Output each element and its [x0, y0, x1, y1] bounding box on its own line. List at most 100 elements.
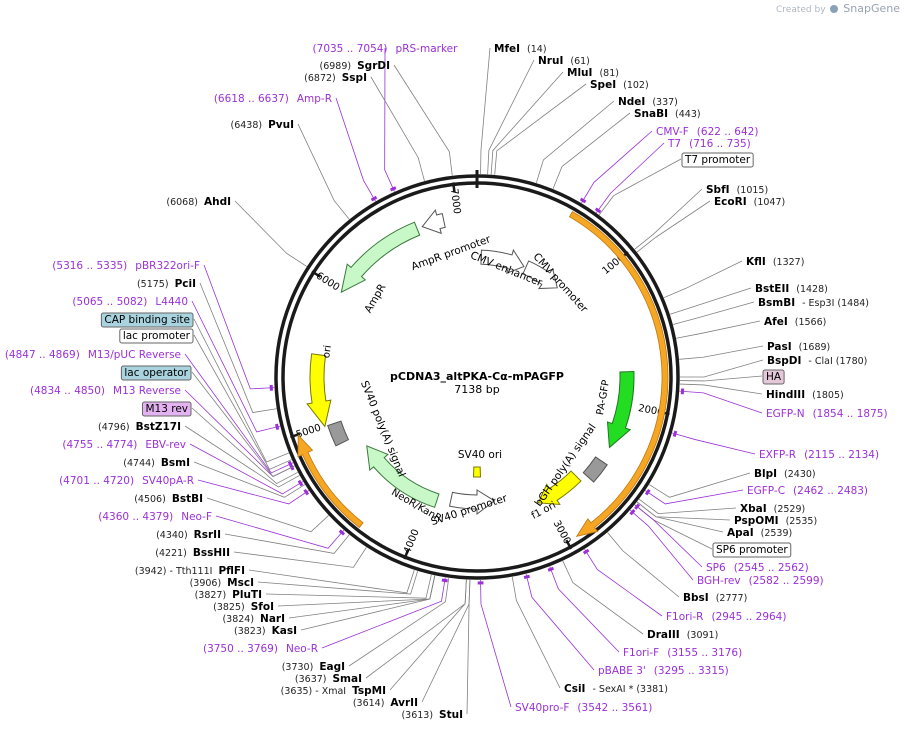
leader-line	[585, 549, 662, 616]
site-pasi[interactable]: PasI(1689)	[767, 341, 830, 353]
site-csii[interactable]: CsiI- SexAI * (3381)	[564, 683, 668, 695]
primer-text-b: (3295 .. 3315)	[654, 665, 729, 677]
site-snabi[interactable]: SnaBI(443)	[634, 108, 701, 120]
site-draiii[interactable]: DraIII(3091)	[647, 629, 718, 641]
site-pcii[interactable]: (5175)PciI	[137, 278, 196, 290]
feature-box-ha[interactable]: HA	[763, 370, 784, 384]
primer-ebv-rev[interactable]: (4755 .. 4774)EBV-rev	[62, 439, 186, 451]
primer-text-a: (7035 .. 7054)	[313, 43, 388, 55]
site-name: PspOMI	[734, 515, 779, 527]
site-afei[interactable]: AfeI(1566)	[764, 316, 826, 328]
leader-line	[204, 265, 274, 389]
primer-egfp-n[interactable]: EGFP-N(1854 .. 1875)	[766, 408, 888, 420]
site-bsteii[interactable]: BstEII(1428)	[755, 283, 828, 295]
primer-cmv-f[interactable]: CMV-F(622 .. 642)	[656, 126, 758, 138]
site-eagi[interactable]: (3730)EagI	[282, 661, 345, 673]
feature-box-t7-promoter[interactable]: T7 promoter	[682, 153, 753, 167]
primer-sv40pro-f[interactable]: SV40pro-F(3542 .. 3561)	[515, 702, 652, 714]
primer-f1ori-r[interactable]: F1ori-R(2945 .. 2964)	[666, 611, 786, 623]
site-smai[interactable]: (3637)SmaI	[295, 673, 362, 685]
label-text: DraIII(3091)	[647, 629, 718, 641]
primer-l4440[interactable]: (5065 .. 5082)L4440	[72, 296, 188, 308]
site-bstbi[interactable]: (4506)BstBI	[134, 493, 203, 505]
site-apai[interactable]: ApaI(2539)	[727, 527, 792, 539]
site-position: - SexAI * (3381)	[592, 684, 667, 695]
site-sbfi[interactable]: SbfI(1015)	[706, 184, 768, 196]
site-pvui[interactable]: (6438)PvuI	[230, 119, 294, 131]
site-avrii[interactable]: (3614)AvrII	[353, 697, 418, 709]
site-sspi[interactable]: (6872)SspI	[304, 72, 367, 84]
site-ahdi[interactable]: (6068)AhdI	[166, 196, 231, 208]
feature-ampr[interactable]	[341, 222, 419, 292]
primer-pbabe-3[interactable]: pBABE 3'(3295 .. 3315)	[598, 665, 729, 677]
site-pspomi[interactable]: PspOMI(2535)	[734, 515, 817, 527]
feature-box-m13-rev[interactable]: M13 rev	[142, 402, 191, 416]
primer-sv40pa-r[interactable]: (4701 .. 4720)SV40pA-R	[59, 475, 194, 487]
feature-box-sp6-promoter[interactable]: SP6 promoter	[713, 543, 791, 557]
site-xbai[interactable]: XbaI(2529)	[740, 503, 805, 515]
site-pluti[interactable]: (3827)PluTI	[195, 589, 262, 601]
site-rsrii[interactable]: (4340)RsrII	[156, 529, 221, 541]
primer-pbr322ori-f[interactable]: (5316 .. 5335)pBR322ori-F	[52, 260, 200, 272]
feature-ampr-promoter[interactable]	[422, 210, 445, 233]
primer-amp-r[interactable]: (6618 .. 6637)Amp-R	[214, 93, 332, 105]
feature-sv40-ori[interactable]	[474, 467, 481, 477]
site-bbsi[interactable]: BbsI(2777)	[683, 592, 747, 604]
site-mlui[interactable]: MluI(81)	[567, 67, 619, 79]
site-stui[interactable]: (3613)StuI	[401, 709, 463, 721]
site-bsmi[interactable]: (4744)BsmI	[123, 457, 190, 469]
site-kfli[interactable]: KflI(1327)	[746, 256, 804, 268]
site-mfei[interactable]: MfeI(14)	[494, 43, 547, 55]
feature-sv40-poly-a-signal[interactable]	[328, 421, 349, 446]
primer-m13-puc-reverse[interactable]: (4847 .. 4869)M13/pUC Reverse	[5, 349, 181, 361]
label-text: (4360 .. 4379)Neo-F	[98, 511, 212, 523]
label-text: (3825)SfoI	[213, 601, 274, 613]
site-msci[interactable]: (3906)MscI	[190, 577, 254, 589]
label-text: (7035 .. 7054)pRS-marker	[313, 43, 459, 55]
site-bsshii[interactable]: (4221)BssHII	[155, 547, 230, 559]
primer-prs-marker[interactable]: (7035 .. 7054)pRS-marker	[313, 43, 459, 55]
primer-text-a: (4701 .. 4720)	[59, 475, 134, 487]
primer-text-a: (4755 .. 4774)	[62, 439, 137, 451]
site-name: SgrDI	[357, 60, 390, 72]
site-bsmbi[interactable]: BsmBI- Esp3I (1484)	[758, 297, 869, 309]
site-nrui[interactable]: NruI(61)	[538, 55, 590, 67]
feature-ori[interactable]	[307, 354, 331, 427]
site-sgrdi[interactable]: (6989) SgrDI	[320, 60, 390, 72]
primer-m13-reverse[interactable]: (4834 .. 4850)M13 Reverse	[30, 385, 181, 397]
primer-sp6[interactable]: SP6(2545 .. 2562)	[706, 562, 809, 574]
feature-bgh-poly-a-signal[interactable]	[583, 457, 607, 482]
primer-neo-r[interactable]: (3750 .. 3769)Neo-R	[203, 643, 318, 655]
site-nari[interactable]: (3824)NarI	[222, 613, 285, 625]
feature-box-lac-operator[interactable]: lac operator	[121, 366, 191, 380]
site-blpi[interactable]: BlpI(2430)	[754, 468, 816, 480]
feature-box-lac-promoter[interactable]: lac promoter	[120, 329, 193, 343]
primer-f1ori-f[interactable]: F1ori-F(3155 .. 3176)	[623, 647, 742, 659]
site-kasi[interactable]: (3823)KasI	[234, 625, 297, 637]
site-name: ApaI	[727, 527, 754, 539]
leader-line	[582, 131, 652, 203]
feature-box-cap-binding-site[interactable]: CAP binding site	[101, 313, 193, 327]
leader-line	[194, 462, 305, 497]
primer-neo-f[interactable]: (4360 .. 4379)Neo-F	[98, 511, 212, 523]
site-hindiii[interactable]: HindIII(1805)	[766, 389, 844, 401]
site-spei[interactable]: SpeI(102)	[590, 79, 649, 91]
site-bstz17i[interactable]: (4796)BstZ17I	[98, 421, 181, 433]
site-position: (6989)	[320, 61, 352, 72]
label-text: (6989) SgrDI	[320, 60, 390, 72]
site-ecori[interactable]: EcoRI(1047)	[714, 196, 785, 208]
primer-t7[interactable]: T7(716 .. 735)	[667, 138, 751, 150]
site-sfoi[interactable]: (3825)SfoI	[213, 601, 274, 613]
site-name: PflFI	[218, 565, 245, 577]
primer-bgh-rev[interactable]: BGH-rev(2582 .. 2599)	[697, 575, 824, 587]
site-ndei[interactable]: NdeI(337)	[618, 96, 678, 108]
label-text: (6068)AhdI	[166, 196, 231, 208]
primer-exfp-r[interactable]: EXFP-R(2115 .. 2134)	[759, 449, 879, 461]
feature-label-pa-gfp: PA-GFP	[595, 379, 612, 416]
primer-egfp-c[interactable]: EGFP-C(2462 .. 2483)	[747, 485, 868, 497]
leader-line	[526, 574, 594, 670]
site-bspdi[interactable]: BspDI- ClaI (1780)	[767, 355, 867, 367]
primer-text-b: (2945 .. 2964)	[711, 611, 786, 623]
